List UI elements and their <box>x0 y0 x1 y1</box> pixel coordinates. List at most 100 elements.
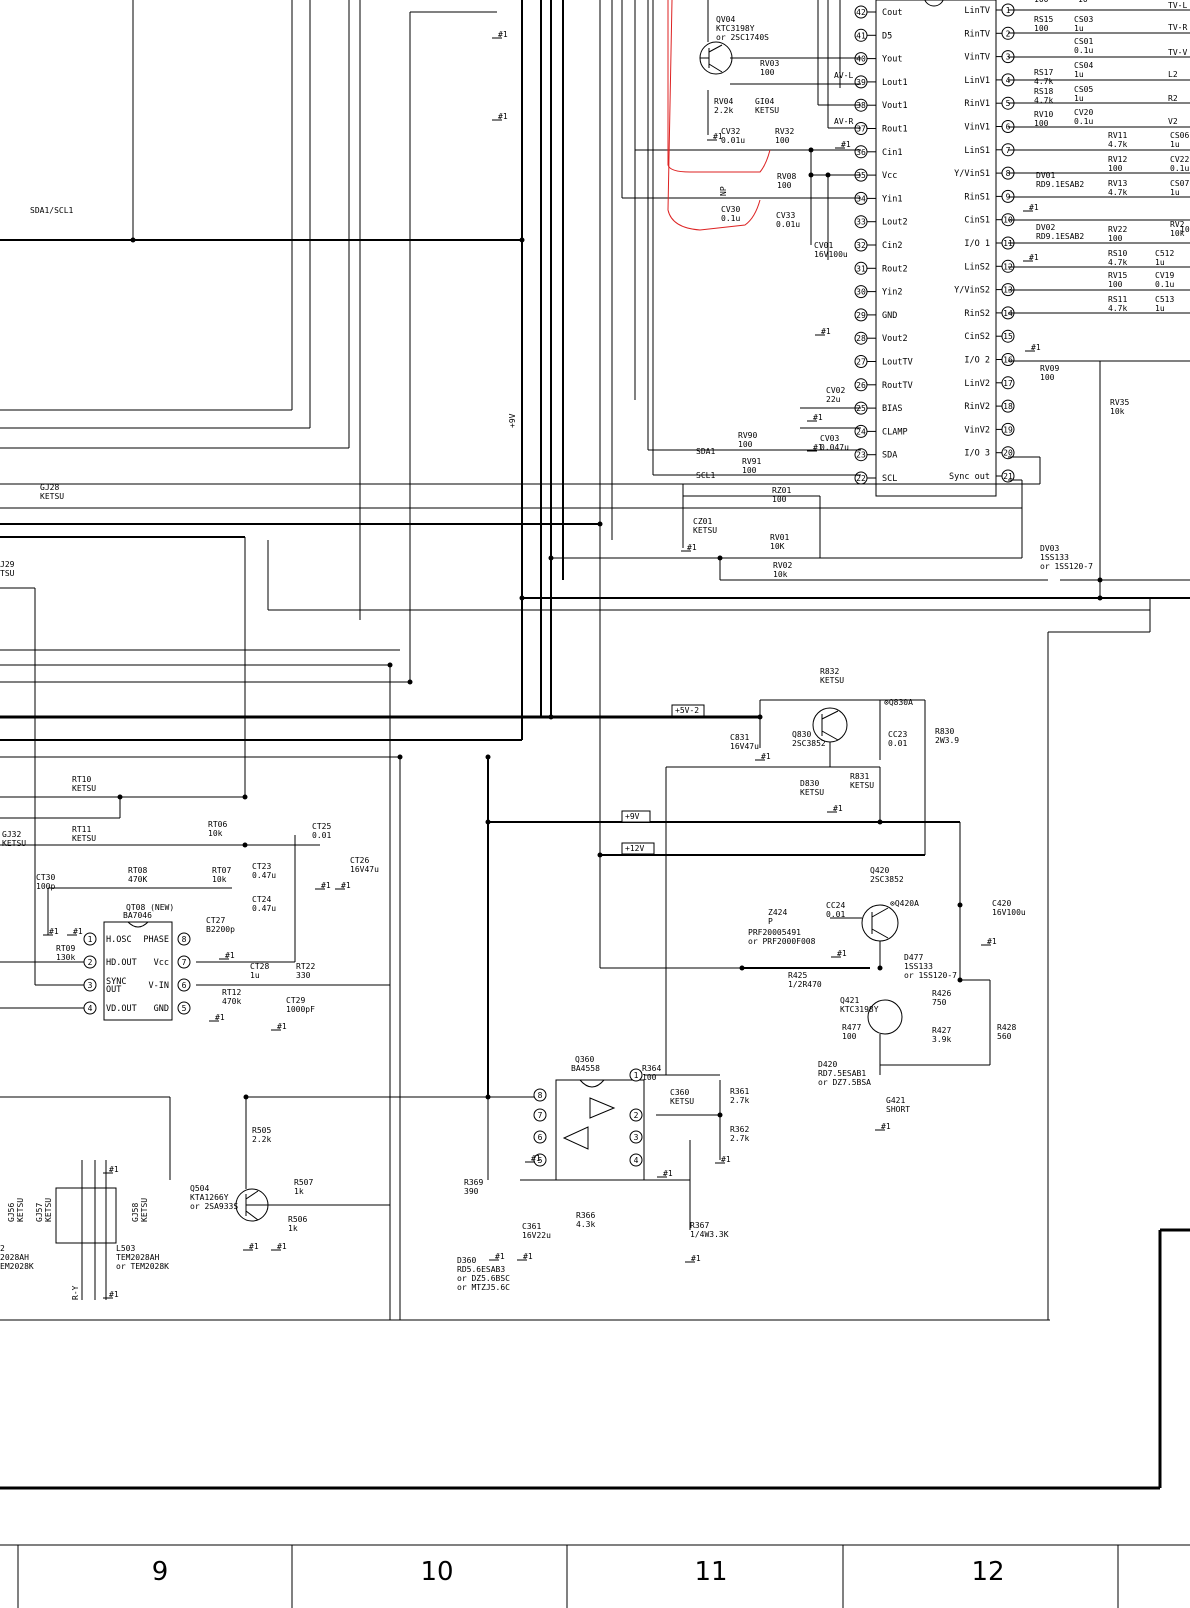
component-label: P <box>768 917 773 926</box>
ic-main-pin-label: Vout1 <box>882 101 908 111</box>
component-label: KETSU <box>72 834 96 843</box>
connector-label: TV-L <box>1168 1 1187 10</box>
component-label: R505 <box>252 1126 271 1135</box>
component-label: 100 <box>1108 164 1123 173</box>
component-label: RD7.5ESAB1 <box>818 1069 866 1078</box>
ic-main-pin-number: 38 <box>856 101 866 110</box>
ic-main-pin-number: 2 <box>1006 29 1011 38</box>
ic-main-pin-label: LinTV <box>964 6 990 16</box>
ic-main-pin-label: Lout1 <box>882 78 908 88</box>
rail-12v-label: +12V <box>625 844 644 853</box>
q360-pin-number: 4 <box>634 1156 639 1165</box>
ground-label: #1 <box>531 1154 541 1163</box>
component-label: 2 <box>0 1244 5 1253</box>
component-label: R427 <box>932 1026 951 1035</box>
qt08-pin-number: 1 <box>88 935 93 944</box>
component-label: CT24 <box>252 895 271 904</box>
component-label: RV15 <box>1108 271 1127 280</box>
ground-label: #1 <box>1029 253 1039 262</box>
connector-label: L2 <box>1168 70 1178 79</box>
component-label: 0.47u <box>252 904 276 913</box>
component-label: CC24 <box>826 901 845 910</box>
component-label: C513 <box>1155 295 1174 304</box>
component-label: RD9.1ESAB2 <box>1036 232 1084 241</box>
component-label: 100 <box>742 466 757 475</box>
component-label: 0.1u <box>1074 117 1093 126</box>
ic-main-pin-number: 42 <box>856 8 866 17</box>
component-label: CS05 <box>1074 85 1093 94</box>
component-label: RT06 <box>208 820 227 829</box>
ic-main-pin-number: 37 <box>856 125 866 134</box>
q360-pin-number: 2 <box>634 1111 639 1120</box>
component-label: RV91 <box>742 457 761 466</box>
component-label: RT11 <box>72 825 91 834</box>
ground-label: #1 <box>109 1290 119 1299</box>
component-label: or DZ5.6BSC <box>457 1274 510 1283</box>
component-label: CV02 <box>826 386 845 395</box>
qt08-pin-number: 6 <box>182 981 187 990</box>
ground-label: #1 <box>837 949 847 958</box>
component-label: 1000pF <box>286 1005 315 1014</box>
component-label: 2SC3852 <box>870 875 904 884</box>
component-label: 100 <box>775 136 790 145</box>
ic-main-pin-number: 36 <box>856 148 866 157</box>
component-label: 2SC3852 <box>792 739 826 748</box>
ic-main-pin-label: Rout2 <box>882 264 908 274</box>
component-label: 100 <box>772 495 787 504</box>
component-label: CS01 <box>1074 37 1093 46</box>
ic-main-pin-number: 32 <box>856 241 866 250</box>
component-label: 0.01 <box>888 739 907 748</box>
connector-label: R2 <box>1168 94 1178 103</box>
component-label: 10K <box>770 542 785 551</box>
net-av-r-label: AV-R <box>834 117 853 126</box>
component-label: RV22 <box>1108 225 1127 234</box>
component-label: KETSU <box>820 676 844 685</box>
footer-column-number: 9 <box>152 1557 169 1587</box>
component-label: Q504 <box>190 1184 209 1193</box>
ic-main-pin-label: RinS2 <box>964 309 990 319</box>
component-label: SHORT <box>886 1105 910 1114</box>
component-label: 22u <box>826 395 841 404</box>
component-label: J29 <box>0 560 15 569</box>
component-label: GI04 <box>755 97 774 106</box>
component-label: RV02 <box>773 561 792 570</box>
component-label: RS10 <box>1108 249 1127 258</box>
qt08-pin-label: VD.OUT <box>106 1004 137 1014</box>
component-label: DV02 <box>1036 223 1055 232</box>
component-label: KTC3198Y <box>840 1005 879 1014</box>
ic-main-pin-number: 5 <box>1006 99 1011 108</box>
component-label: 1u <box>250 971 260 980</box>
ground-label: #1 <box>277 1242 287 1251</box>
ic-main-pin-label: Y/VinS1 <box>954 169 990 179</box>
component-value: KETSU <box>140 1198 149 1222</box>
component-label: C512 <box>1155 249 1174 258</box>
component-label: 0.01u <box>721 136 745 145</box>
footer-column-number: 12 <box>971 1557 1004 1587</box>
component-label: D477 <box>904 953 923 962</box>
component-label: CT27 <box>206 916 225 925</box>
component-label: RV11 <box>1108 131 1127 140</box>
component-label: 470K <box>128 875 147 884</box>
ground-label: #1 <box>341 881 351 890</box>
ground-label: #1 <box>249 1242 259 1251</box>
component-label: RV13 <box>1108 179 1127 188</box>
component-label: R428 <box>997 1023 1016 1032</box>
component-label: 16V100u <box>992 908 1026 917</box>
component-label: KETSU <box>693 526 717 535</box>
ic-main-right-pins: 1LinTV2RinTV3VinTV4LinV15RinV16VinV17Lin… <box>949 3 1015 483</box>
component-label: RV35 <box>1110 398 1129 407</box>
q360-pin-number: 1 <box>634 1071 639 1080</box>
component-label: 0.047u <box>820 443 849 452</box>
ic-main-pin-label: LinV2 <box>964 379 990 389</box>
component-label: RT07 <box>212 866 231 875</box>
ic-main-pin-number: 19 <box>1003 425 1013 434</box>
component-label: 0.47u <box>252 871 276 880</box>
component-ref: GJ58 <box>131 1203 140 1222</box>
component-label: CZ01 <box>693 517 712 526</box>
component-label: 1u <box>1155 304 1165 313</box>
component-label: C831 <box>730 733 749 742</box>
component-label: 1/4W3.3K <box>690 1230 729 1239</box>
component-label: CT25 <box>312 822 331 831</box>
component-label: 100 <box>842 1032 857 1041</box>
